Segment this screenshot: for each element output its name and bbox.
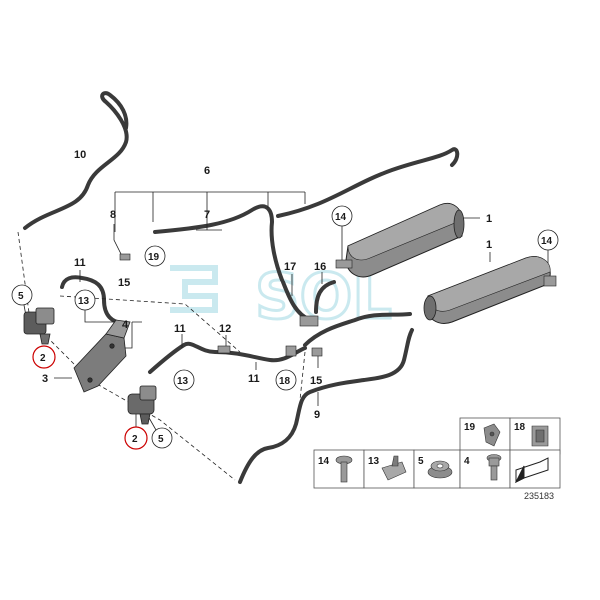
callout-4: 4 [122,319,129,331]
callout-6: 6 [204,165,210,177]
activated-charcoal-canister-lower [423,256,557,324]
callout-2a-circle: 2 [32,345,56,369]
svg-text:4: 4 [464,456,470,467]
svg-text:5: 5 [158,434,164,445]
svg-text:18: 18 [514,422,526,433]
callout-8: 8 [110,209,116,221]
hose-12 [303,312,412,347]
legend-cell-13: 13 [368,455,407,481]
legend-cell-5: 5 [418,456,453,479]
legend-cell-arrow [514,457,549,484]
watermark-logo-icon [170,265,218,313]
svg-text:14: 14 [318,456,330,467]
callout-2b-circle: 2 [124,426,148,450]
svg-text:13: 13 [177,376,189,387]
callout-7: 7 [204,209,210,221]
svg-text:19: 19 [464,422,476,433]
hose-16 [314,280,336,314]
connector-17 [299,315,319,327]
callout-12: 12 [219,323,231,335]
callout-1a: 1 [486,213,492,225]
purge-valve-upper [23,307,55,345]
svg-text:14: 14 [541,236,553,247]
legend-cell-18: 18 [514,422,549,447]
diagram-id: 235183 [524,491,554,501]
hose-8 [153,204,284,282]
legend-cell-14: 14 [318,455,353,483]
callout-13a-circle: 13 [74,289,96,311]
callout-11a: 11 [74,257,86,269]
svg-text:2: 2 [40,353,46,364]
callout-9: 9 [314,409,320,421]
callouts: 10 6 8 7 15 11 1 1 17 16 4 11 12 3 11 15… [42,149,492,421]
clip-19-icon [483,423,501,447]
dash-right [299,351,306,401]
activated-charcoal-canister-upper [335,203,465,278]
callout-15b: 15 [310,375,322,387]
svg-text:18: 18 [279,376,291,387]
legend: 19 18 14 13 [313,417,561,501]
legend-cell-4: 4 [464,454,502,481]
callout-1b: 1 [486,239,492,251]
hose-11-center [148,341,307,374]
arrow-icon [514,457,549,484]
callout-11c: 11 [248,373,260,385]
callout-17: 17 [284,261,296,273]
hose-lines [23,91,460,484]
svg-text:13: 13 [78,296,90,307]
svg-text:5: 5 [418,456,424,467]
callout-14a-circle: 14 [331,205,353,227]
callout-14b-circle: 14 [537,229,559,251]
hose-9 [238,328,414,484]
nut-5-icon [427,460,453,479]
clip-18-icon [531,425,549,447]
leader-7 [196,222,222,231]
callout-10: 10 [74,149,86,161]
leader-8 [113,224,123,257]
svg-text:14: 14 [335,212,347,223]
callout-13b-circle: 13 [173,369,195,391]
callout-3: 3 [42,373,48,385]
clip-13-icon [381,455,407,481]
circled-callouts: 19 14 14 5 13 13 18 5 [11,205,559,450]
bracket-3 [73,319,131,393]
callout-16: 16 [314,261,326,273]
hose-6-upper [276,147,460,218]
svg-text:5: 5 [18,291,24,302]
clip-15a [119,253,131,261]
hose-clips [119,253,323,357]
svg-text:19: 19 [148,252,160,263]
bolt-14-icon [335,455,353,483]
leader-13a [84,310,122,323]
svg-text:2: 2 [132,434,138,445]
clip-12 [217,345,231,354]
svg-text:13: 13 [368,456,380,467]
callout-11b: 11 [174,323,186,335]
callout-5a-circle: 5 [11,284,33,306]
callout-18-circle: 18 [275,369,297,391]
clip-15b [311,347,323,357]
bracket-6 [114,191,306,232]
hose-10 [23,91,129,230]
purge-valve-lower [127,385,157,425]
hose-11-left [60,275,126,326]
callout-19-circle: 19 [144,245,166,267]
callout-5b-circle: 5 [151,427,173,449]
legend-cell-19: 19 [464,422,501,447]
callout-15a: 15 [118,277,130,289]
clip-18 [285,345,297,357]
screw-4-icon [486,454,502,481]
